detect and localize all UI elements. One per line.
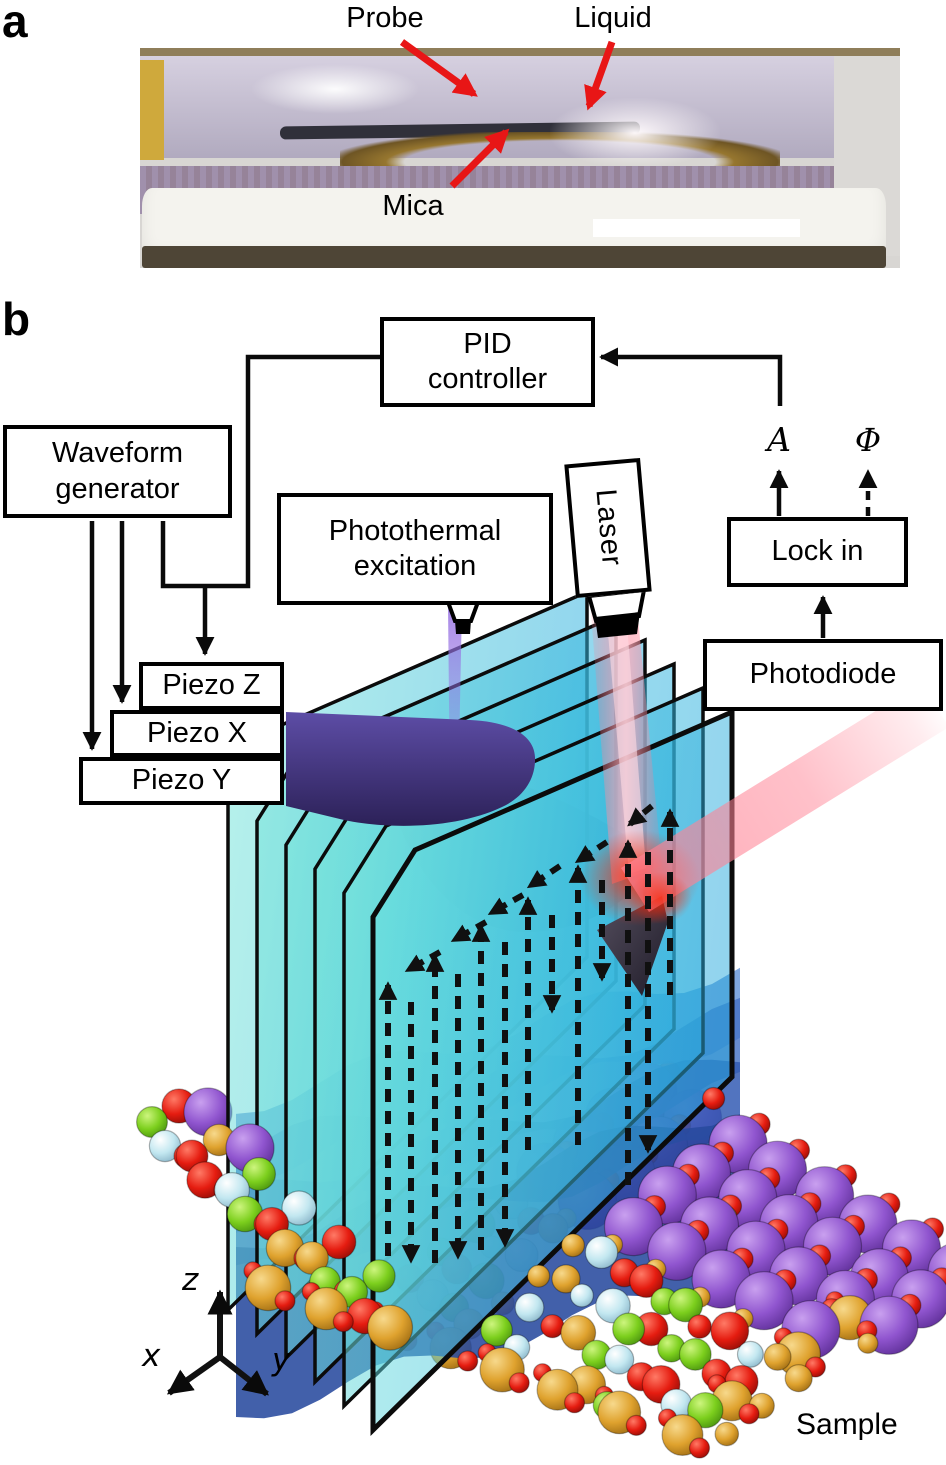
incident-laser-core xyxy=(605,598,646,874)
lockin-label: Lock in xyxy=(771,535,864,568)
coordinate-axes-icon xyxy=(166,1289,269,1397)
probe-label: Probe xyxy=(346,2,424,34)
piezo-y-label: Piezo Y xyxy=(131,764,232,797)
sample-atoms-back xyxy=(136,1060,723,1370)
x-axis-label: x xyxy=(142,1338,161,1374)
liquid-label: Liquid xyxy=(574,2,652,34)
photo-highlight xyxy=(250,64,420,114)
reflected-laser-beam xyxy=(621,683,946,912)
waveform-line2: generator xyxy=(55,472,180,505)
afm-tip-icon xyxy=(597,896,668,996)
laser-spot-glow-2 xyxy=(628,872,692,924)
feedback-to-pid-arrow xyxy=(599,347,783,406)
raster-scan-pattern xyxy=(378,803,680,1264)
piezo-z-box: Piezo Z xyxy=(139,662,284,710)
panel-b-letter: b xyxy=(2,293,31,345)
photo-yellow-part xyxy=(140,60,164,160)
photo-dark-base xyxy=(142,246,886,268)
piezo-x-label: Piezo X xyxy=(147,716,247,749)
z-axis-label: z xyxy=(182,1262,199,1298)
hydration-layers xyxy=(236,967,740,1419)
incident-laser-beam xyxy=(590,597,662,884)
piezo-y-box: Piezo Y xyxy=(79,757,284,805)
photothermal-beam xyxy=(448,604,462,802)
liquid-cell-photo xyxy=(140,48,900,268)
photo-glow xyxy=(550,98,720,168)
waveform-generator-box: Waveform generator xyxy=(3,425,232,518)
photothermal-excitation-box: Photothermal excitation xyxy=(277,493,553,605)
mica-label: Mica xyxy=(382,190,444,222)
cantilever-holder-icon xyxy=(286,712,536,826)
photothermal-line1: Photothermal xyxy=(328,514,502,547)
pid-line1: PID xyxy=(463,327,512,360)
phase-label: Φ xyxy=(854,421,882,459)
photo-top-strip xyxy=(140,48,900,58)
laser-label: Laser xyxy=(589,487,629,568)
sample-label: Sample xyxy=(796,1408,898,1441)
amplitude-label: A xyxy=(767,420,791,459)
laser-box: Laser xyxy=(564,457,652,599)
y-axis-arrow xyxy=(218,1354,269,1397)
piezo-x-box: Piezo X xyxy=(110,710,284,757)
photodiode-box: Photodiode xyxy=(703,639,943,711)
x-axis-arrow xyxy=(166,1354,222,1396)
laser-nozzle-tip xyxy=(595,612,640,638)
lock-in-box: Lock in xyxy=(727,517,908,587)
waveform-line1: Waveform xyxy=(51,437,184,470)
cantilever-icon xyxy=(382,754,654,933)
sample-atoms-front xyxy=(148,1086,946,1459)
piezo-z-label: Piezo Z xyxy=(162,669,261,702)
pid-controller-box: PID controller xyxy=(380,317,595,407)
pid-line2: controller xyxy=(427,363,548,395)
laser-spot-glow xyxy=(580,830,700,926)
photodiode-label: Photodiode xyxy=(749,658,897,691)
scan-planes xyxy=(226,589,735,1436)
photothermal-line2: excitation xyxy=(353,550,477,582)
y-axis-label: y xyxy=(272,1342,291,1378)
photothermal-nozzle-tip xyxy=(455,620,471,634)
panel-a-letter: a xyxy=(2,0,28,47)
